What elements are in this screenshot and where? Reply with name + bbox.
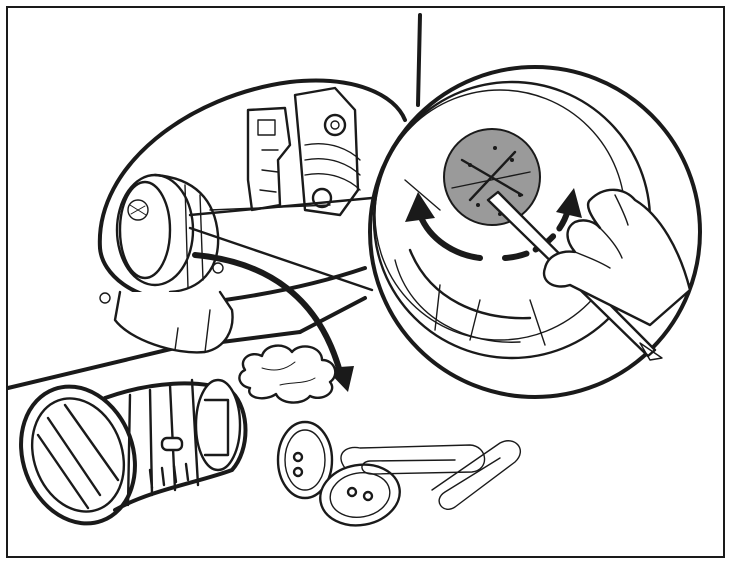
pump-filter-access-cover-icon: [97, 78, 407, 354]
hand-with-pencil-icon: [486, 188, 692, 361]
paper-clip-icon: [340, 440, 521, 510]
button-icon: [276, 420, 401, 527]
removed-filter-icon: [19, 378, 248, 526]
lint-fluff-icon: [238, 344, 337, 404]
